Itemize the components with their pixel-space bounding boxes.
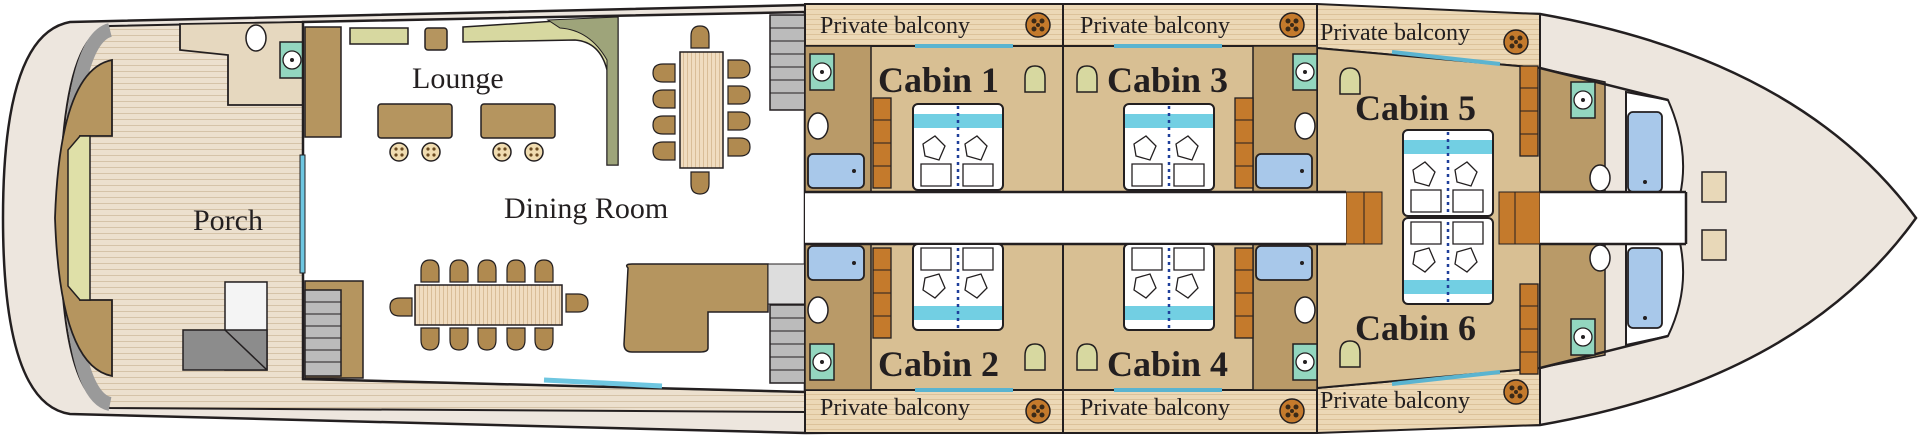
stool-icon bbox=[421, 142, 441, 162]
cabin-3-label: Cabin 3 bbox=[1107, 60, 1228, 100]
sink-icon bbox=[1570, 318, 1596, 356]
cabin-1-label: Cabin 1 bbox=[878, 60, 999, 100]
bathtub-icon bbox=[807, 153, 865, 189]
service-lift bbox=[767, 263, 806, 305]
lounge-sofa-small bbox=[349, 27, 409, 45]
corridor[interactable] bbox=[805, 192, 1346, 244]
toilet-icon bbox=[1589, 244, 1611, 272]
stool-icon bbox=[524, 142, 544, 162]
stool-icon bbox=[492, 142, 512, 162]
lounge-table bbox=[377, 103, 453, 139]
toilet-icon bbox=[807, 296, 829, 324]
porch-label: Porch bbox=[193, 204, 263, 237]
dining-table-upper bbox=[679, 51, 724, 169]
balcony-label-cabin-2: Private balcony bbox=[820, 395, 970, 421]
interior-stairs-down[interactable] bbox=[304, 289, 342, 377]
bathtub-icon bbox=[1255, 153, 1313, 189]
lounge-cabinet bbox=[304, 26, 342, 138]
bathtub-icon bbox=[1255, 245, 1313, 281]
cabin-2-label: Cabin 2 bbox=[878, 344, 999, 384]
bow-hatch bbox=[1701, 229, 1727, 261]
porch-stairs[interactable] bbox=[182, 281, 268, 371]
sink-icon bbox=[1292, 343, 1318, 381]
side-window bbox=[543, 377, 663, 389]
corridor-bow[interactable] bbox=[1540, 192, 1686, 244]
toilet-icon bbox=[1589, 164, 1611, 192]
sink-icon bbox=[809, 343, 835, 381]
bed-cabin-1 bbox=[911, 102, 1005, 192]
lounge-side-table bbox=[424, 27, 448, 51]
dining-table-lower bbox=[414, 284, 563, 326]
sink-icon bbox=[279, 41, 305, 79]
balcony-label-cabin-5: Private balcony bbox=[1320, 20, 1470, 46]
sink-icon bbox=[1570, 81, 1596, 119]
buffet-counter bbox=[623, 263, 769, 353]
balcony-label-cabin-4: Private balcony bbox=[1080, 395, 1230, 421]
stool-icon bbox=[389, 142, 409, 162]
porch-sofa bbox=[67, 135, 91, 301]
bed-cabin-3 bbox=[1122, 102, 1216, 192]
cabin-4-label: Cabin 4 bbox=[1107, 344, 1228, 384]
balcony-label-cabin-1: Private balcony bbox=[820, 13, 970, 39]
cabin-6-label: Cabin 6 bbox=[1355, 308, 1476, 348]
porch-bench bbox=[54, 58, 113, 378]
porch-door-window[interactable] bbox=[299, 154, 306, 274]
balcony-label-cabin-6: Private balcony bbox=[1320, 388, 1470, 414]
wardrobes bbox=[872, 65, 1541, 375]
bed-cabin-4 bbox=[1122, 242, 1216, 332]
chair-icon bbox=[690, 25, 710, 49]
dining-room-label: Dining Room bbox=[504, 192, 668, 225]
sink-icon bbox=[1292, 53, 1318, 91]
cabin-windows bbox=[915, 44, 1501, 392]
bow-hatch bbox=[1701, 171, 1727, 203]
toilet-icon bbox=[245, 24, 267, 52]
bed-cabin-2 bbox=[911, 242, 1005, 332]
toilet-icon bbox=[1294, 296, 1316, 324]
stairs-to-cabins[interactable] bbox=[769, 14, 806, 384]
corridor-walls bbox=[805, 190, 1688, 246]
lounge-sofa-back bbox=[546, 16, 619, 166]
bed-cabin-5-6 bbox=[1401, 128, 1495, 306]
bathtub-icon bbox=[807, 245, 865, 281]
balcony-label-cabin-3: Private balcony bbox=[1080, 13, 1230, 39]
toilet-icon bbox=[1294, 112, 1316, 140]
lounge-label: Lounge bbox=[412, 62, 504, 95]
lounge-table bbox=[480, 103, 556, 139]
sink-icon bbox=[809, 53, 835, 91]
bathtub-icon bbox=[1627, 247, 1663, 329]
toilet-icon bbox=[807, 112, 829, 140]
cabin-5-label: Cabin 5 bbox=[1355, 88, 1476, 128]
bathtub-icon bbox=[1627, 111, 1663, 193]
